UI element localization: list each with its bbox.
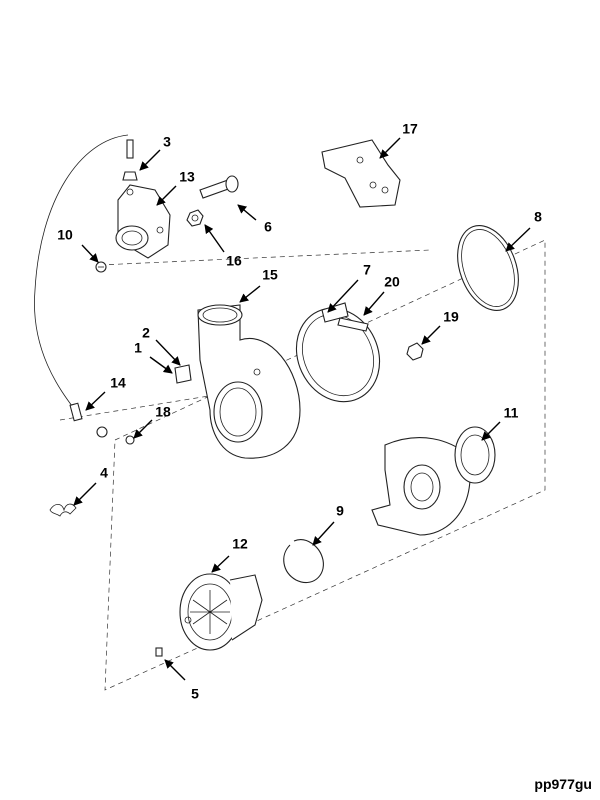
fitting-part: [125, 435, 135, 445]
callout-leader-3: [139, 149, 161, 171]
sleeve-part: [69, 402, 83, 422]
callout-leader-19: [421, 325, 441, 345]
callout-leader-5: [164, 659, 186, 681]
callout-17: 17: [402, 121, 418, 137]
nut-part: [186, 209, 204, 227]
callout-19: 19: [443, 309, 459, 325]
clamp-bolt-part: [337, 317, 369, 332]
callout-leader-10: [81, 244, 99, 263]
compressor-housing-part: [371, 426, 496, 536]
callout-leader-11: [481, 421, 501, 441]
callout-leader-13: [156, 185, 177, 206]
callout-11: 11: [504, 405, 519, 421]
callout-8: 8: [534, 209, 542, 225]
callout-18: 18: [155, 404, 171, 420]
callout-2: 2: [142, 325, 150, 341]
callout-leader-8: [505, 227, 531, 252]
callout-9: 9: [336, 503, 344, 519]
callout-6: 6: [264, 219, 272, 235]
assembly-outline: [59, 239, 546, 691]
small-nut-part: [96, 426, 108, 438]
callout-14: 14: [110, 375, 126, 391]
callout-leader-2: [155, 339, 181, 366]
callout-leader-12: [211, 555, 230, 573]
callout-5: 5: [191, 686, 199, 702]
callout-7: 7: [363, 262, 371, 278]
callout-15: 15: [262, 267, 278, 283]
callout-leader-4: [73, 482, 97, 506]
callout-leader-1: [149, 356, 173, 374]
callout-leader-9: [312, 521, 335, 546]
callout-leader-6: [237, 204, 257, 221]
capscrew-part: [199, 175, 239, 199]
clip-part: [49, 503, 77, 517]
turbine-housing-part: [197, 304, 301, 459]
callout-1: 1: [134, 340, 142, 356]
callout-leader-16: [204, 224, 225, 253]
clamp-nut-part: [406, 342, 424, 361]
data-plate-part: [174, 364, 192, 384]
cable-nut-part: [34, 134, 138, 411]
callout-leader-15: [239, 285, 261, 303]
callout-leader-18: [133, 419, 153, 439]
callout-leader-20: [363, 291, 385, 316]
callout-4: 4: [100, 465, 108, 481]
callout-3: 3: [163, 134, 171, 150]
pin-part: [155, 647, 163, 657]
callout-13: 13: [179, 169, 195, 185]
small-screw-part: [95, 261, 107, 273]
figure-code: pp977gu: [534, 776, 592, 792]
callout-12: 12: [232, 536, 248, 552]
callout-16: 16: [226, 253, 242, 269]
snap-ring-part: [283, 539, 324, 584]
callout-leader-14: [85, 391, 106, 411]
cartridge-assembly-part: [179, 573, 263, 651]
callout-20: 20: [384, 274, 400, 290]
callout-10: 10: [57, 227, 73, 243]
callout-leader-7: [327, 279, 359, 313]
callout-leader-17: [379, 137, 401, 159]
actuator-bracket-part: [115, 184, 171, 259]
o-ring-part: [457, 225, 519, 311]
